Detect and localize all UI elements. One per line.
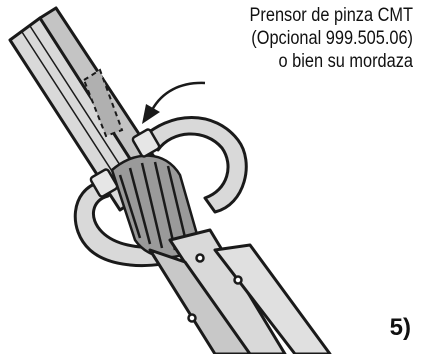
rivet-hole-3	[187, 313, 197, 323]
step-number: 5)	[389, 314, 411, 341]
callout-arrowhead	[142, 104, 160, 124]
dashed-tip-outline	[82, 68, 124, 138]
rivet-hole-2	[233, 275, 243, 285]
lower-pivot-bracket	[89, 168, 119, 198]
callout-text: Prensor de pinza CMT (Opcional 999.505.0…	[189, 4, 413, 73]
clamp-handles	[148, 228, 332, 354]
rivet-holes	[187, 253, 243, 323]
upper-clamp-jaw	[138, 116, 248, 214]
callout-line-2: (Opcional 999.505.06)	[251, 28, 413, 49]
rivet-hole-1	[195, 253, 205, 263]
callout-line-3: o bien su mordaza	[278, 51, 413, 72]
grip-wrap	[110, 154, 202, 259]
upper-pivot-bracket	[131, 128, 161, 158]
callout-line-1: Prensor de pinza CMT	[249, 5, 413, 26]
callout-arrow	[150, 81, 206, 111]
